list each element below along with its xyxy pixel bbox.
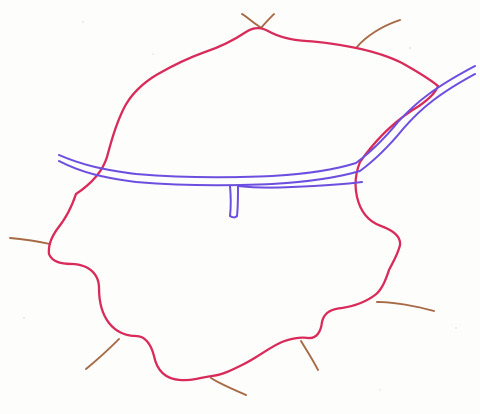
red-boundary <box>49 28 438 380</box>
road-spur-right <box>237 186 238 216</box>
boundary-branches <box>10 14 434 395</box>
branch-top-right <box>356 20 400 48</box>
branch-bottom-center <box>211 378 246 395</box>
road-junction-cap <box>230 216 237 218</box>
branch-top-left <box>242 14 260 27</box>
road-spur-left <box>230 186 231 216</box>
branch-left-mid <box>10 238 50 244</box>
road-edge-lower <box>59 74 475 185</box>
branch-right-lower <box>377 302 434 311</box>
branch-bottom-left <box>86 339 119 369</box>
paper-texture <box>23 21 458 391</box>
branch-top-center <box>261 14 274 28</box>
branch-bottom-right <box>301 341 318 370</box>
road-system <box>59 66 475 218</box>
boundary-outline <box>49 28 438 380</box>
road-edge-upper <box>59 66 475 177</box>
